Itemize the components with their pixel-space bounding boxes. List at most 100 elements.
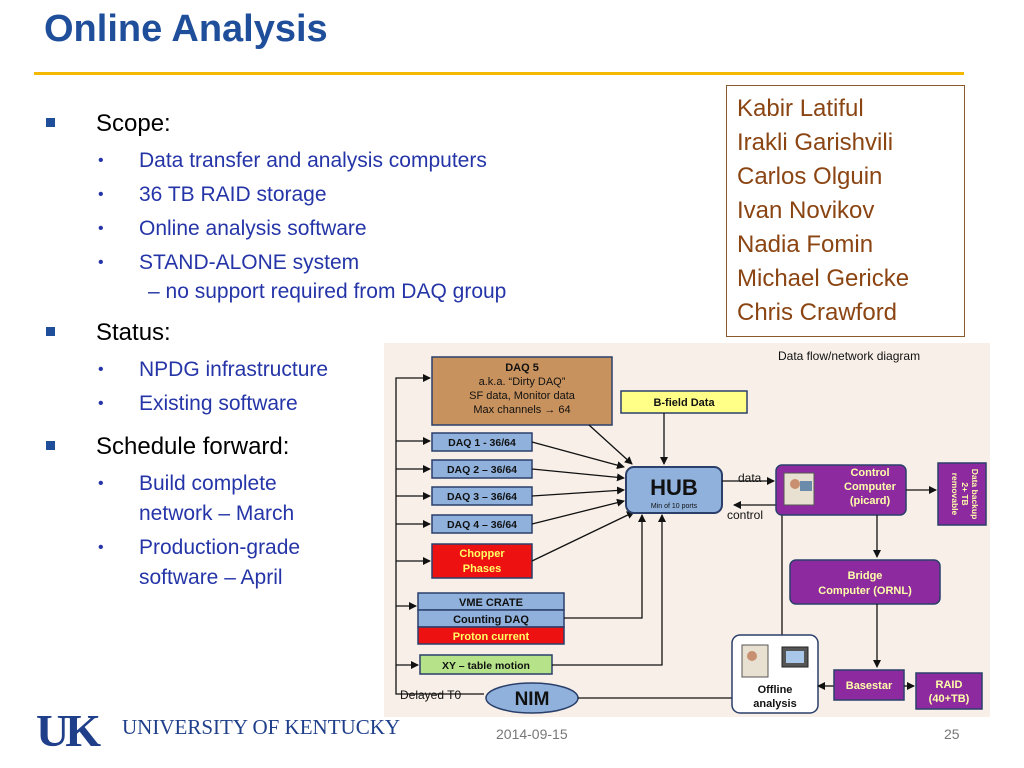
svg-text:a.k.a. “Dirty DAQ”: a.k.a. “Dirty DAQ” [479,376,566,388]
control-label: control [727,508,763,522]
bullet-scope: Scope: [46,110,606,138]
scope-note: – no support required from DAQ group [148,280,507,303]
team-name: Nadia Fomin [737,231,874,258]
schedule-item-line: software – April [139,566,283,589]
team-name: Michael Gericke [737,265,910,292]
dot-bullet-icon: • [98,220,104,237]
dot-bullet-icon: • [98,395,104,412]
page-number: 25 [944,726,960,742]
scope-item: • Data transfer and analysis computers [98,146,606,176]
team-name: Chris Crawford [737,299,898,326]
svg-text:Counting DAQ: Counting DAQ [453,614,529,626]
svg-text:Computer (ORNL): Computer (ORNL) [818,585,912,597]
svg-text:Min of 10 ports: Min of 10 ports [651,503,698,510]
svg-text:(40+TB): (40+TB) [929,693,970,705]
square-bullet-icon [46,441,55,450]
daq5-box: DAQ 5 a.k.a. “Dirty DAQ” SF data, Monito… [431,356,613,426]
daq2-box: DAQ 2 – 36/64 [431,459,533,479]
input-connectors [395,374,484,695]
daq4-box: DAQ 4 – 36/64 [431,514,533,534]
team-name: Carlos Olguin [737,163,883,190]
status-item: •NPDG infrastructure [98,355,606,385]
team-name: Ivan Novikov [737,197,875,224]
scope-item-text: 36 TB RAID storage [139,183,327,206]
svg-text:XY – table motion: XY – table motion [442,660,530,672]
daq3-box: DAQ 3 – 36/64 [431,486,533,506]
svg-text:(picard): (picard) [850,495,891,507]
dot-bullet-icon: • [98,186,104,203]
team-names-box: Kabir Latiful Irakli Garishvili Carlos O… [726,85,965,337]
svg-text:DAQ 2 – 36/64: DAQ 2 – 36/64 [447,464,517,476]
svg-text:removable: removable [950,473,960,516]
schedule-item: • Production-grade software – April [98,533,606,593]
bullet-scope-label: Scope: [96,110,171,137]
daq1-box: DAQ 1 - 36/64 [431,432,533,452]
bullet-status-label: Status: [96,319,171,346]
svg-text:Computer: Computer [844,481,897,493]
basestar-box: Basestar [833,669,905,701]
bullet-status: Status: [46,319,606,347]
bridge-computer-box: Bridge Computer (ORNL) [789,559,941,605]
scope-item-text: Online analysis software [139,217,367,240]
bfield-box: B-field Data [620,390,748,414]
dot-bullet-icon: • [98,152,104,169]
svg-text:NIM: NIM [515,689,550,710]
svg-text:DAQ 5: DAQ 5 [505,362,539,374]
scope-item: • Online analysis software [98,214,606,244]
square-bullet-icon [46,327,55,336]
svg-text:DAQ 4 – 36/64: DAQ 4 – 36/64 [447,519,517,531]
scope-sublist: • Data transfer and analysis computers • 3… [98,146,606,305]
status-item-text: Existing software [139,392,298,415]
control-computer-box: Control Computer (picard) [775,464,907,516]
schedule-item-line: network – March [139,502,295,525]
team-name: Irakli Garishvili [737,129,894,156]
svg-text:Control: Control [850,467,889,479]
nim-box: NIM [485,682,579,714]
svg-text:Max channels → 64: Max channels → 64 [473,404,570,416]
svg-text:HUB: HUB [650,475,698,500]
university-logo: UK UNIVERSITY OF KENTUCKY [36,706,400,752]
svg-text:SF data, Monitor data: SF data, Monitor data [469,390,576,402]
svg-text:Offline: Offline [758,684,793,696]
slide-title: Online Analysis [44,8,328,50]
schedule-item-line: Production-grade [139,536,301,559]
delayed-t0-label: Delayed T0 [400,688,461,702]
data-backup-box: Data backup 2+ TB removable [937,462,987,526]
dot-bullet-icon: • [98,539,104,556]
square-bullet-icon [46,118,55,127]
slide-date: 2014-09-15 [496,726,568,742]
svg-text:Data backup: Data backup [970,469,980,520]
uk-logo-letters: UK [36,706,101,752]
schedule-sublist: • Build complete network – March • Producti… [98,469,606,593]
svg-text:Chopper: Chopper [459,548,505,560]
scope-item-text: Data transfer and analysis computers [139,149,487,172]
svg-text:Basestar: Basestar [846,680,893,692]
chopper-box: Chopper Phases [431,543,533,579]
dot-bullet-icon: • [98,361,104,378]
svg-text:analysis: analysis [753,698,796,710]
bullet-schedule: Schedule forward: [46,433,606,461]
hub-connectors [531,413,668,666]
data-flow-diagram: Data flow/network diagram DAQ 5 a.k.a. “… [384,343,990,717]
hub-box: HUB Min of 10 ports [625,466,723,514]
raid-box: RAID (40+TB) [915,672,983,710]
bullet-list: Scope: • Data transfer and analysis compu… [46,110,606,607]
team-name: Kabir Latiful [737,95,864,122]
data-label: data [738,471,762,485]
diagram-title: Data flow/network diagram [778,349,920,363]
university-name: UNIVERSITY OF KENTUCKY [122,715,400,739]
svg-text:Phases: Phases [463,563,502,575]
svg-text:RAID: RAID [936,679,963,691]
scope-item: •STAND-ALONE system [98,248,606,278]
scope-item: • 36 TB RAID storage [98,180,606,210]
offline-analysis-box: Offline analysis [731,634,819,714]
svg-text:Proton current: Proton current [453,631,530,643]
bullet-schedule-label: Schedule forward: [96,433,290,460]
schedule-item-line: Build complete [139,472,277,495]
svg-text:2+ TB: 2+ TB [960,482,970,505]
status-item: • Existing software [98,389,606,419]
dot-bullet-icon: • [98,254,104,271]
svg-text:DAQ 3 – 36/64: DAQ 3 – 36/64 [447,491,517,503]
xy-table-box: XY – table motion [419,654,553,675]
